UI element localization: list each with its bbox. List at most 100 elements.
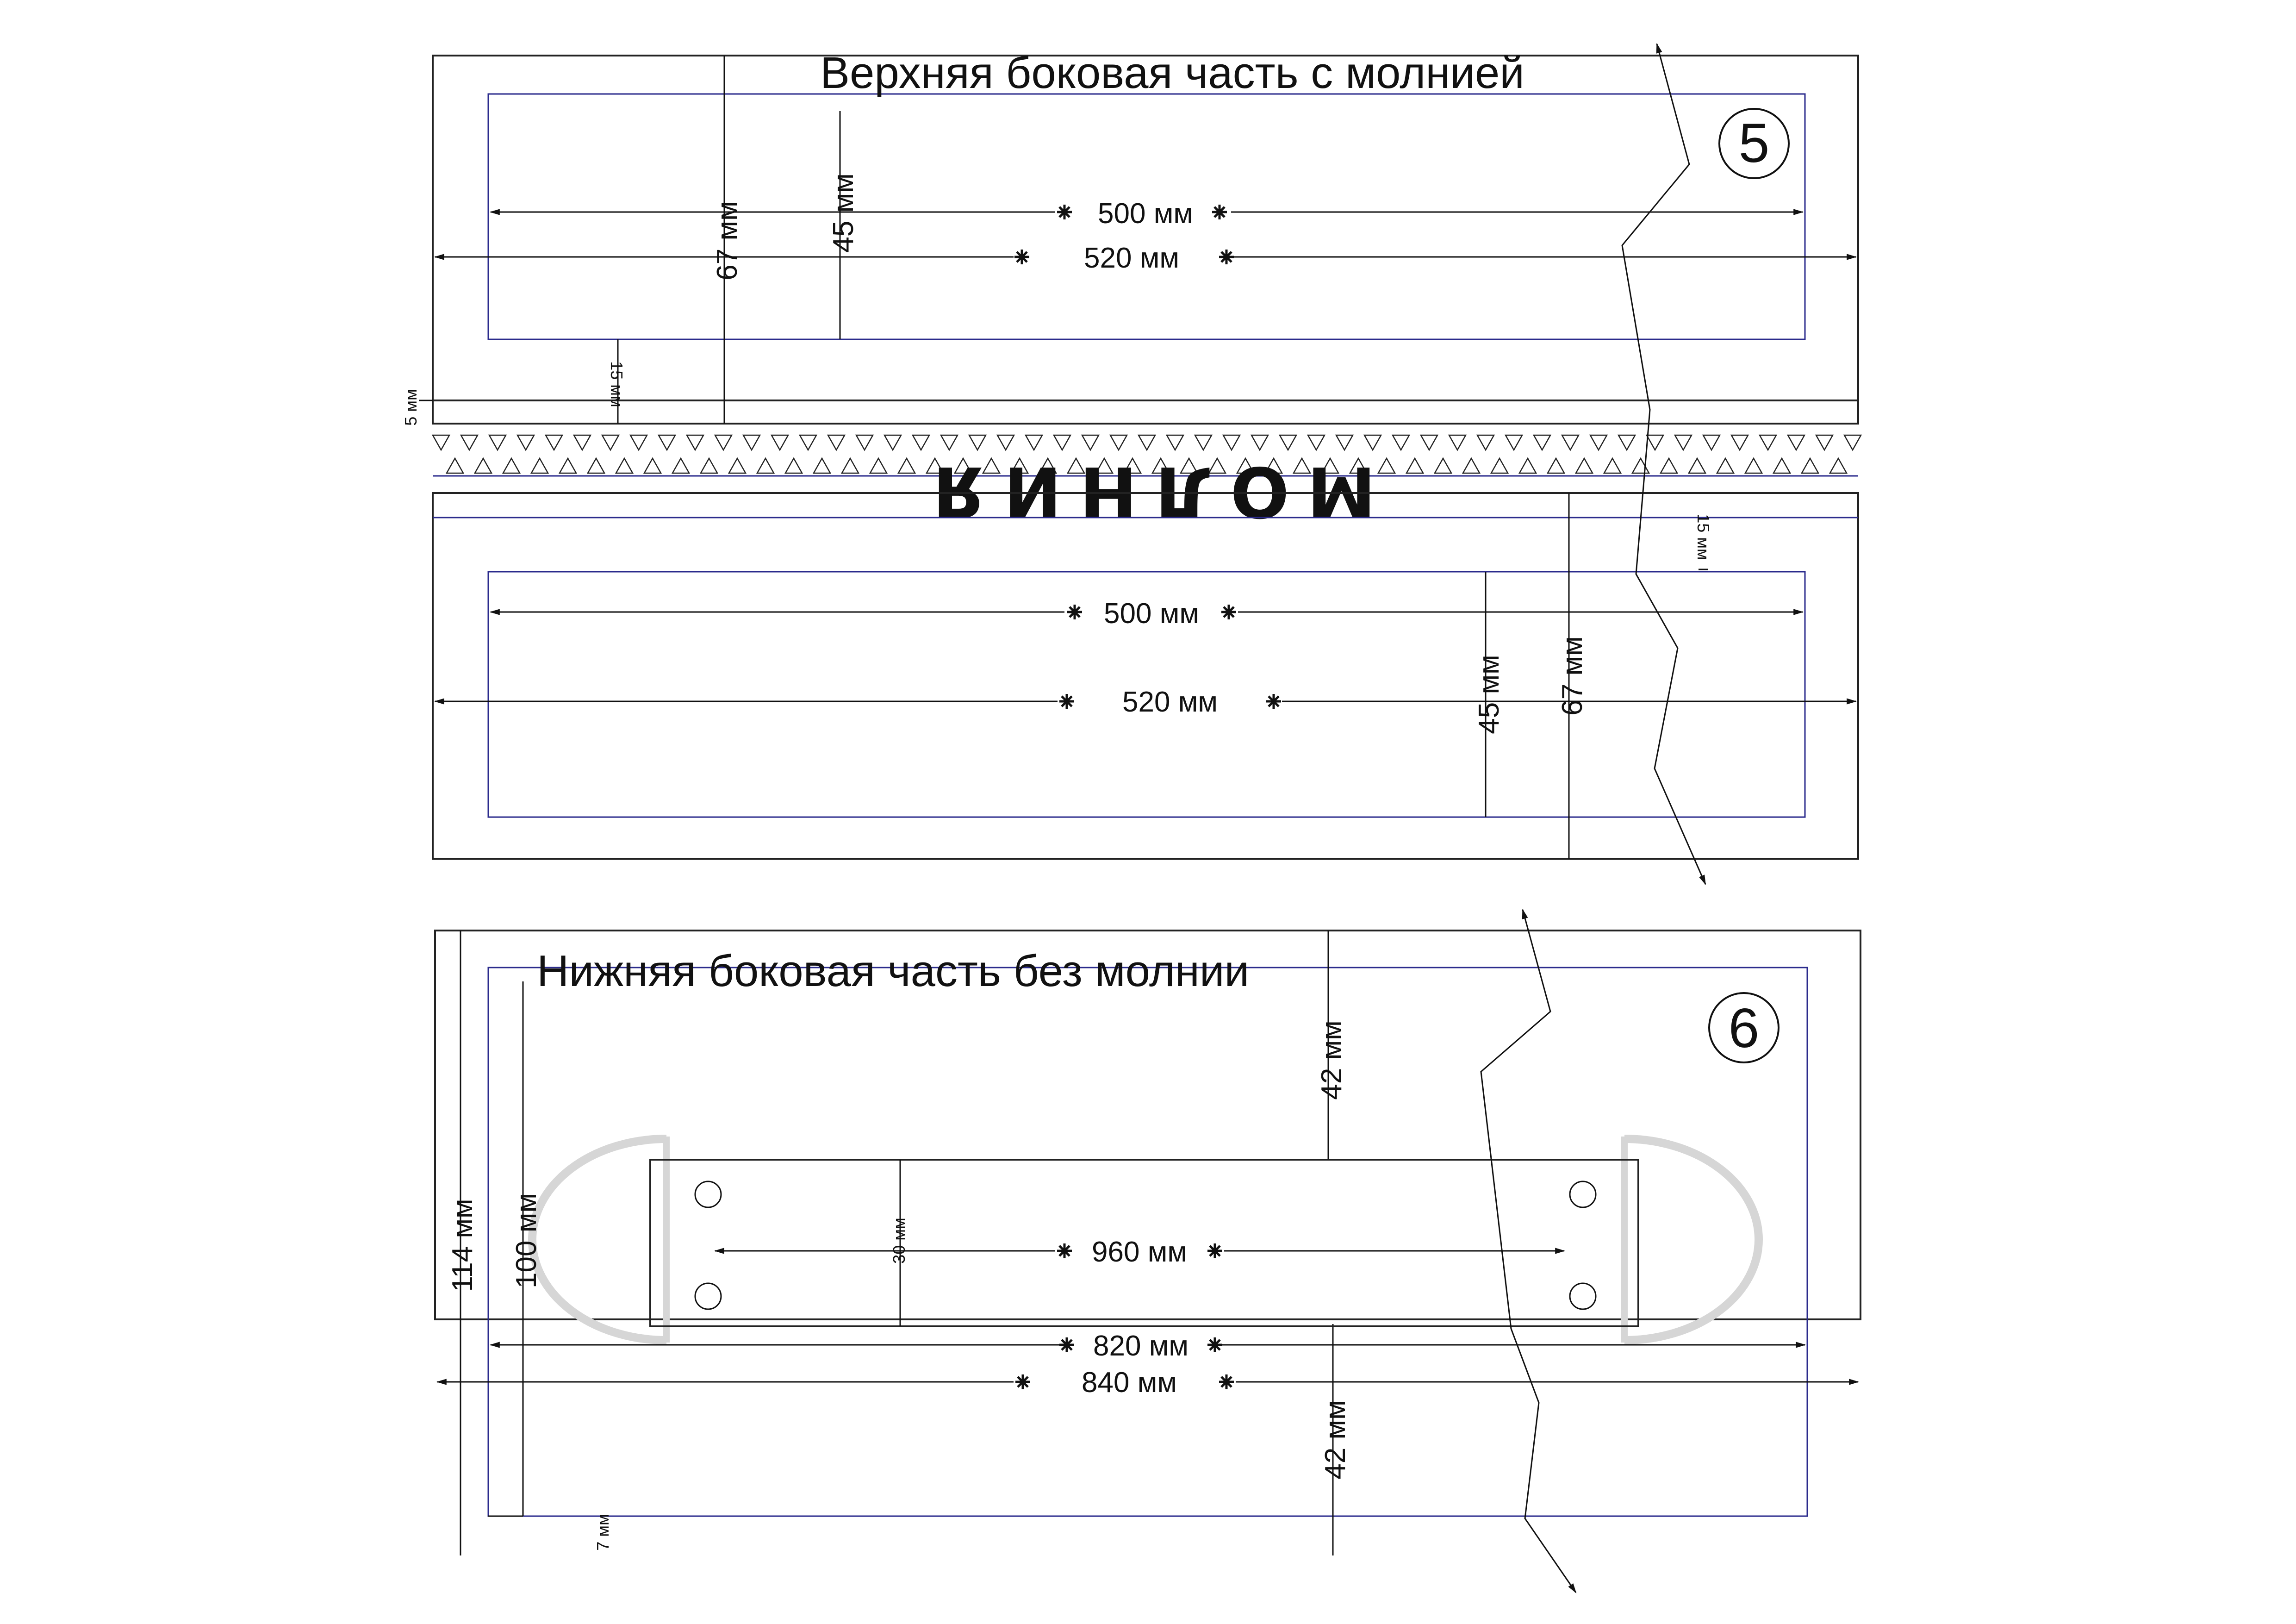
zipper-tooth: [1659, 457, 1679, 474]
part5-dim-500-label: 500 мм: [1098, 198, 1193, 230]
zipper-tooth: [770, 434, 790, 451]
strap-rect: [649, 1159, 1639, 1327]
zipper-tooth: [1730, 434, 1749, 451]
part5-dim-67-label: 67 мм: [711, 201, 743, 280]
zipper-tooth: [1603, 457, 1622, 474]
part6-dim-960-mark-right: [1207, 1243, 1222, 1258]
rivet-hole-icon: [1569, 1181, 1597, 1208]
zipper-tooth: [1786, 434, 1806, 451]
zipper-tooth: [445, 457, 465, 474]
zipper-tooth: [1010, 457, 1029, 474]
zipper-tooth: [586, 457, 606, 474]
part5-outer-rect: [432, 55, 1859, 425]
zipper-tooth: [714, 434, 733, 451]
part6-dim-840-mark-left: [1015, 1374, 1030, 1389]
part5b-inner-rect: [487, 571, 1806, 818]
zipper-tooth: [601, 434, 620, 451]
zipper-tooth: [1066, 457, 1086, 474]
part6-dim-42-top-label: 42 мм: [1316, 1020, 1348, 1099]
zipper-tooth: [812, 457, 832, 474]
zipper-tooth: [488, 434, 507, 451]
zipper-tooth: [742, 434, 761, 451]
part5-number-circle: [1718, 108, 1790, 179]
zipper-tooth: [1165, 434, 1185, 451]
part5b-dim-45-label: 45 мм: [1473, 655, 1505, 734]
zipper-tooth: [1702, 434, 1721, 451]
zipper-tooth: [473, 457, 493, 474]
part5b-dim-520-mark-right: [1266, 694, 1281, 709]
zipper-tooth: [1843, 434, 1862, 451]
zipper-tooth: [699, 457, 719, 474]
zipper-label: МОЛНИЯ: [915, 451, 1376, 531]
zipper-tooth: [1561, 434, 1580, 451]
zipper-tooth: [1631, 457, 1650, 474]
part6-title: Нижняя боковая часть без молнии: [537, 946, 1249, 996]
part5-upper-panel: [419, 55, 1859, 425]
part5b-dim-500-mark-left: [1067, 605, 1082, 619]
zipper-tooth: [897, 457, 916, 474]
zipper-tooth: [460, 434, 479, 451]
zipper-tooth: [996, 434, 1015, 451]
zipper-tooth: [827, 434, 846, 451]
part6-dim-840-label: 840 мм: [1082, 1367, 1177, 1399]
zipper-tooth: [1095, 457, 1114, 474]
part5-break-line: [1621, 43, 1706, 886]
part5-dim-45-label: 45 мм: [828, 173, 859, 252]
zipper-tooth: [1194, 434, 1213, 451]
part6-dim-100-label: 100 мм: [510, 1193, 542, 1288]
zipper-tooth: [671, 457, 691, 474]
zipper-tooth: [657, 434, 677, 451]
zipper-tooth: [798, 434, 818, 451]
zipper-tooth: [883, 434, 902, 451]
zipper-tooth: [516, 434, 535, 451]
part5b-dim-520-label: 520 мм: [1122, 686, 1218, 718]
zipper-tooth: [1800, 457, 1820, 474]
zipper-tooth: [1052, 434, 1072, 451]
zipper-tooth: [1589, 434, 1608, 451]
zipper-tooth: [1645, 434, 1665, 451]
zipper-tooth: [1377, 457, 1396, 474]
part5-lower-panel: [432, 492, 1859, 860]
zipper-tooth: [1462, 457, 1481, 474]
part5b-dim-500-mark-right: [1221, 605, 1236, 619]
zipper-tooth: [1532, 434, 1552, 451]
part5-inner-rect: [487, 93, 1806, 340]
part6-number: 6: [1729, 997, 1760, 1059]
zipper-tooth: [968, 434, 987, 451]
zipper-tooth: [1250, 434, 1269, 451]
part5b-dim-15-label: 15 мм: [1694, 514, 1713, 560]
handle-right-ring: [1624, 1135, 1763, 1344]
part6-dim-960-label: 960 мм: [1092, 1236, 1187, 1268]
part5-dim-15-label: 15 мм: [607, 361, 626, 407]
zipper-tooth: [615, 457, 634, 474]
part6-break-line: [1480, 908, 1577, 1593]
zipper-tooth: [1490, 457, 1509, 474]
zipper-tooth: [1476, 434, 1495, 451]
part6-dim-114-label: 114 мм: [447, 1199, 479, 1292]
part5b-dim-500-label: 500 мм: [1104, 598, 1199, 630]
zipper-tooth: [953, 457, 973, 474]
zipper-tooth: [1278, 434, 1298, 451]
part5b-dim-67-label: 67 мм: [1556, 636, 1588, 715]
part5-dim-500-mark-left: [1057, 205, 1072, 219]
zipper-tooth: [1109, 434, 1128, 451]
rivet-hole-icon: [1569, 1282, 1597, 1310]
zipper-tooth: [1320, 457, 1340, 474]
zipper-tooth: [855, 434, 874, 451]
zipper-tooth: [756, 457, 775, 474]
zipper-tooth: [1038, 457, 1058, 474]
zipper-tooth: [1504, 434, 1524, 451]
zipper-tooth: [685, 434, 705, 451]
zipper-tooth: [1179, 457, 1199, 474]
part5-number: 5: [1739, 112, 1770, 174]
part6-number-circle: [1708, 992, 1780, 1063]
zipper-tooth: [572, 434, 592, 451]
zipper-tooth: [1419, 434, 1439, 451]
zipper-tooth: [1207, 457, 1227, 474]
part6-dim-30-label: 30 мм: [890, 1218, 908, 1264]
rivet-hole-icon: [694, 1282, 722, 1310]
part5-dim-5-label: 5 мм: [401, 389, 420, 426]
zipper-tooth: [1123, 457, 1142, 474]
part5b-dim-520-mark-left: [1059, 694, 1074, 709]
zipper-tooth: [869, 457, 888, 474]
